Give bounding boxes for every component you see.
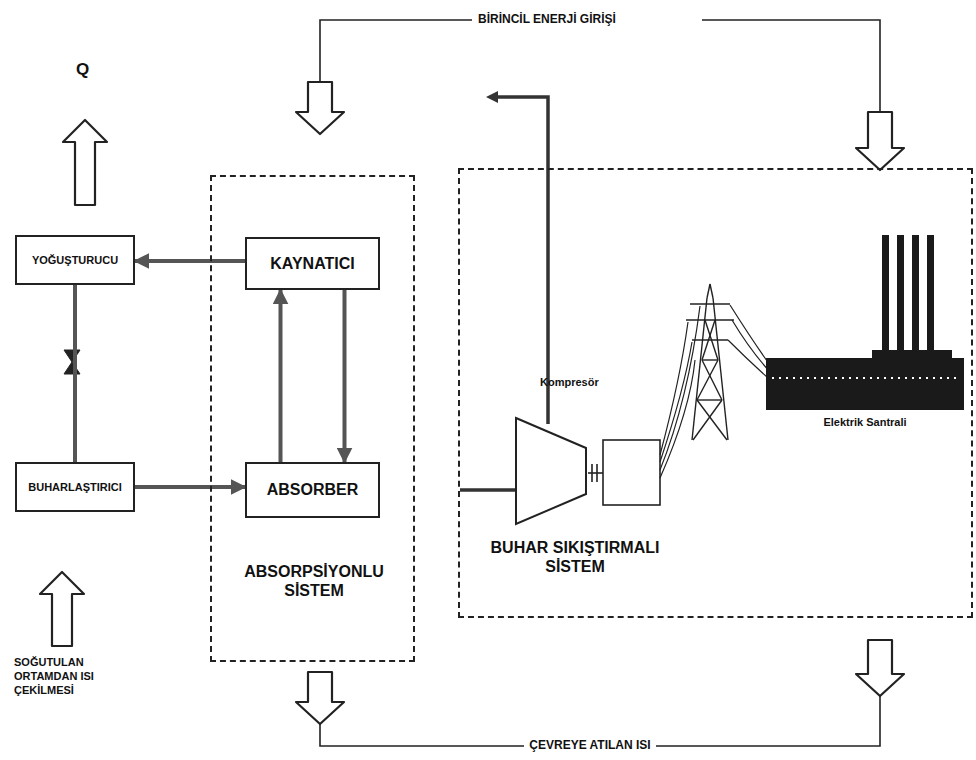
bracket-line: [320, 20, 472, 82]
node-label: ABSORBER: [261, 480, 365, 499]
heat-arrow: [40, 572, 84, 646]
flow-connector: [279, 290, 283, 462]
shaft: [588, 472, 603, 474]
energy-arrow: [856, 112, 904, 170]
process-box: BUHARLAŞTIRICI: [15, 462, 135, 512]
heat-removal-label: SOĞUTULAN ORTAMDAN ISI ÇEKİLMESİ: [14, 656, 114, 697]
power-pylon: [686, 284, 734, 440]
node-label: Elektrik Santrali: [762, 416, 968, 429]
flow-connector: [343, 290, 347, 462]
expansion-valve: [64, 350, 80, 374]
motor: [603, 440, 660, 505]
coupling: [591, 464, 593, 482]
power-wire: [660, 305, 772, 478]
process-box: KAYNATICI: [245, 237, 380, 290]
compressor: Kompresör: [510, 370, 590, 528]
energy-arrow: [296, 82, 344, 134]
system-region: BUHAR SIKIŞTIRMALI SİSTEMKompresörElektr…: [458, 168, 973, 618]
system-region: ABSORPSİYONLU SİSTEM KAYNATICI ABSORBER: [210, 175, 415, 662]
power-plant: Elektrik Santrali: [762, 230, 968, 436]
node-label: BUHAR SIKIŞTIRMALI SİSTEM: [470, 538, 680, 576]
heat-arrow: [63, 120, 107, 205]
node-label: KAYNATICI: [264, 254, 360, 273]
heat-symbol: Q: [76, 60, 89, 80]
heat-arrow: [296, 672, 344, 724]
coupling: [596, 464, 598, 482]
heat-rejection-label: ÇEVREYE ATILAN ISI: [524, 738, 655, 752]
node-label: YOĞUŞTURUCU: [26, 254, 124, 266]
node-label: ABSORPSİYONLU SİSTEM: [229, 562, 399, 600]
process-box: ABSORBER: [245, 462, 380, 518]
node-label: BUHARLAŞTIRICI: [22, 481, 128, 493]
heat-arrow: [856, 640, 904, 696]
flow-connector: [135, 259, 245, 263]
flow-connector: [135, 485, 245, 489]
power-plant-symbol: [762, 230, 968, 436]
energy-input-label: BİRİNCİL ENERJİ GİRİŞİ: [478, 12, 616, 26]
compressor-symbol: [510, 370, 590, 528]
arrow-head: [486, 91, 498, 103]
bracket-line: [702, 20, 880, 112]
node-label: Kompresör: [540, 376, 599, 389]
process-box: YOĞUŞTURUCU: [15, 235, 135, 285]
discharge-pipe: [494, 97, 548, 424]
flow-connector: [73, 285, 77, 462]
